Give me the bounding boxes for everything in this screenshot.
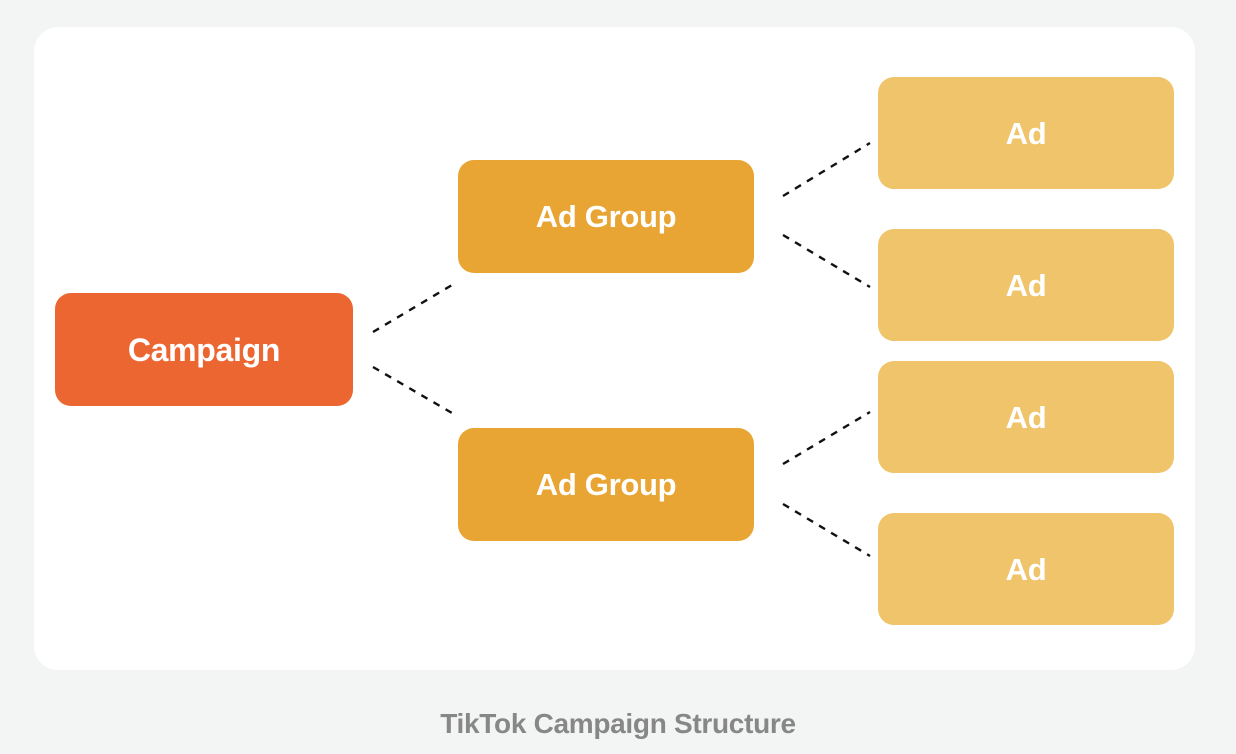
node-ad-3[interactable]: Ad	[878, 361, 1174, 473]
node-ad-4[interactable]: Ad	[878, 513, 1174, 625]
node-ad-1[interactable]: Ad	[878, 77, 1174, 189]
node-campaign[interactable]: Campaign	[55, 293, 353, 406]
node-ad-2[interactable]: Ad	[878, 229, 1174, 341]
node-ad-group-1[interactable]: Ad Group	[458, 160, 754, 273]
node-ad-group-2[interactable]: Ad Group	[458, 428, 754, 541]
diagram-caption: TikTok Campaign Structure	[440, 708, 796, 739]
